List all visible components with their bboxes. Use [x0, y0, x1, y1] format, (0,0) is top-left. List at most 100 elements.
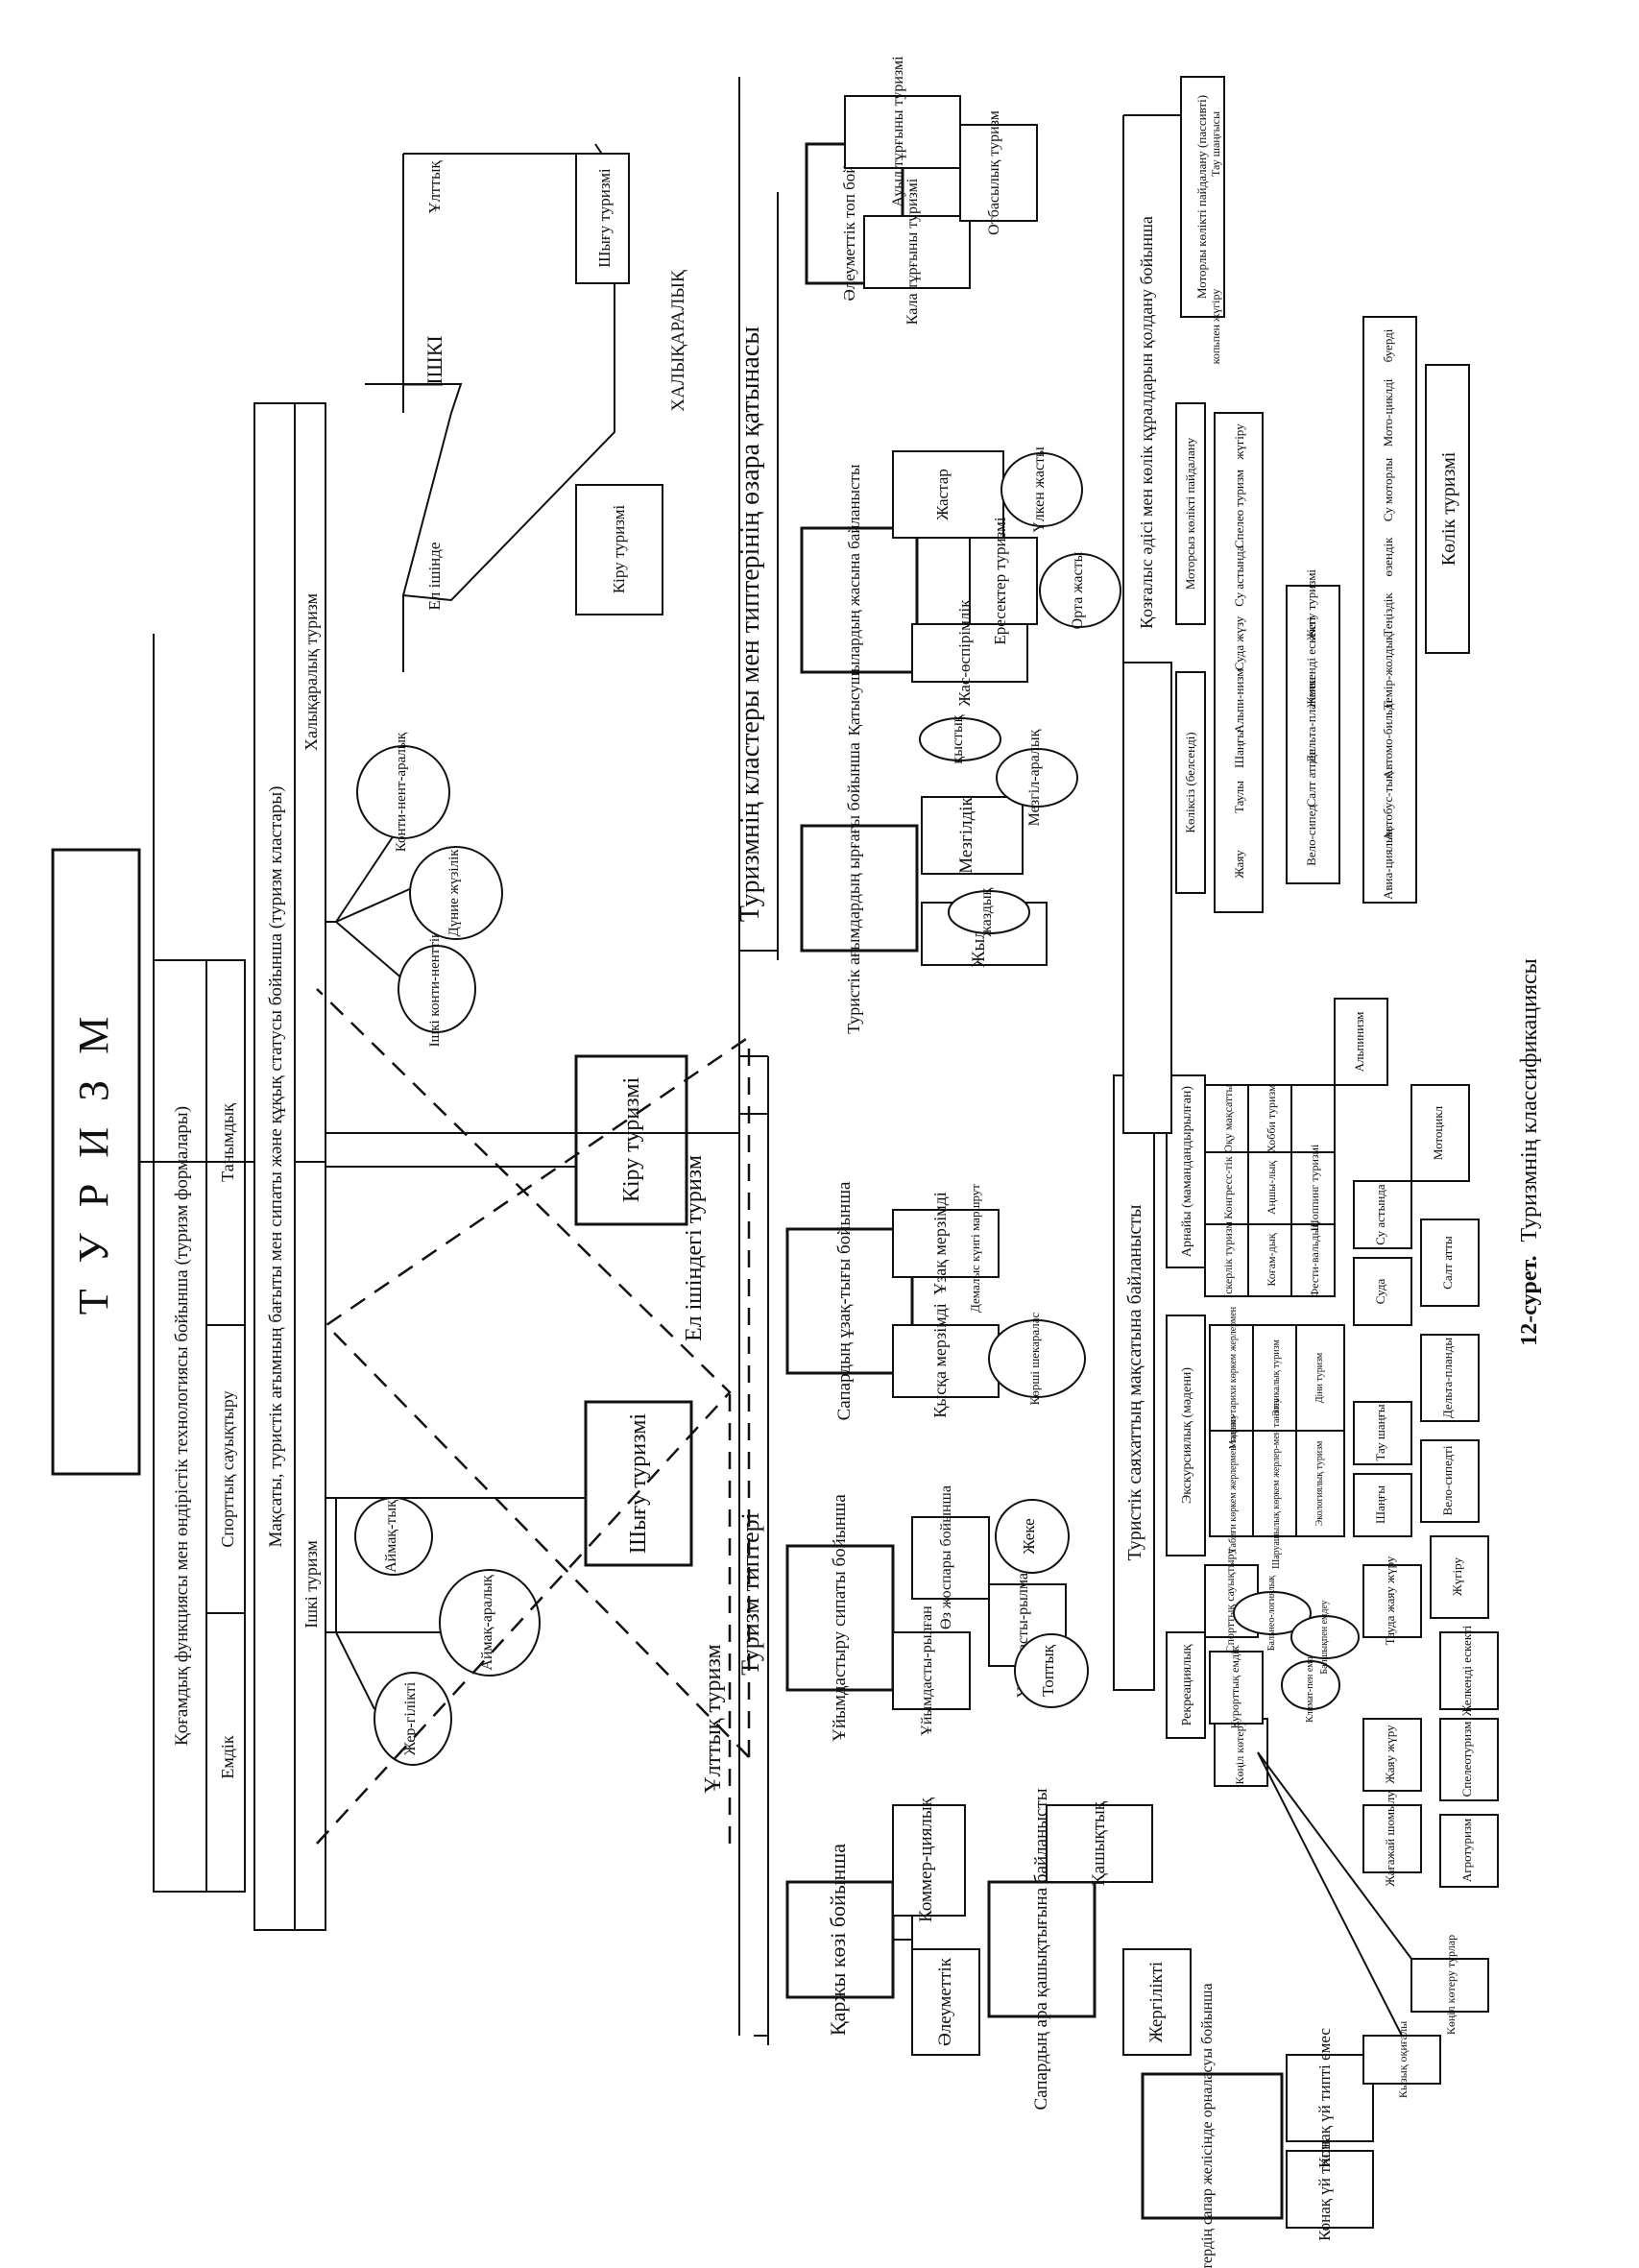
- active-grid: [1214, 412, 1264, 913]
- special-7: Фести-вальдық: [1308, 1222, 1321, 1298]
- sport-2-7: Салт атты: [1440, 1236, 1455, 1290]
- status-header: Мақсаты, туристік ағымның бағыты мен сип…: [266, 785, 286, 1547]
- intl-circle-1: [398, 945, 476, 1033]
- finance-item-1: Әлеуметтік: [935, 1957, 955, 2046]
- sport-1-6: Суда: [1373, 1279, 1387, 1305]
- group-1-box: [1175, 671, 1206, 894]
- flow-circle-2-label: қыстық: [950, 714, 966, 763]
- active-10: Тау шаңғысы: [1209, 111, 1222, 177]
- flow-circle-1: [948, 890, 1030, 934]
- nonmotor-3: Дельта-планмен: [1304, 677, 1318, 763]
- motor-8: Мото-циклді: [1381, 378, 1395, 446]
- internal-circle-1: [374, 1672, 452, 1766]
- age-item-1-box: [911, 623, 1028, 683]
- sport-1-2: Жаяу жүру: [1383, 1725, 1397, 1784]
- sport-2-6: Дельта-планды: [1440, 1338, 1455, 1418]
- purpose-cat-3-box: [1166, 1074, 1206, 1268]
- org-item-2-box: [911, 1516, 990, 1600]
- age-circle-2-label: Үлкен жасты: [1031, 446, 1048, 533]
- duration-sub-1-label: Көрші шекаралас: [1027, 1312, 1042, 1405]
- purpose-cat-2: Экскурсиялық (мәдени): [1180, 1367, 1194, 1504]
- forms-header: Қоғамдық функциясы мен өндірістік технол…: [172, 1106, 192, 1746]
- duration-item-1-box: [892, 1324, 1000, 1398]
- motor-9: буерді: [1381, 328, 1395, 362]
- status-split-box: [294, 402, 326, 1931]
- intl-national-label: Ұлттық: [425, 160, 444, 214]
- sport-1-4: Шаңғы: [1373, 1485, 1387, 1524]
- special-3: Оқу мақсатты: [1221, 1084, 1235, 1152]
- age-item-2-box: [892, 450, 1004, 539]
- group-2: Моторсыз көлікті пайдалану: [1183, 437, 1197, 590]
- active-4: Альпи-низм: [1232, 668, 1246, 733]
- sport-2-3: Желкенді ескекті: [1459, 1625, 1474, 1716]
- motor-6: өзендік: [1381, 537, 1395, 577]
- flow-circle-2: [919, 717, 1001, 761]
- culture-1: Табиғи көркем жерлермен танысу: [1228, 1414, 1239, 1554]
- types-header: Туризм типтері: [736, 1512, 764, 1676]
- purpose-cat-2-box: [1166, 1315, 1206, 1556]
- age-circle-1-label: Орта жасты: [1070, 551, 1086, 629]
- placement-title: Туристердің сапар желісінде орналасуы бо…: [1199, 1983, 1216, 2268]
- flow-item-2-box: [921, 796, 1024, 875]
- forms-item-1: Емдік: [218, 1735, 237, 1779]
- internal-item-1: Жер-гілікті: [402, 1681, 419, 1755]
- intl-item-3: Конти-нент-аралық: [394, 732, 409, 852]
- sport-1-7: Су астында: [1373, 1184, 1387, 1245]
- group-3: Моторлы көлікті пайдалану (пассивті): [1194, 95, 1209, 299]
- social-item-1-box: [863, 215, 971, 289]
- sport-2-1: Агротуризм: [1459, 1819, 1474, 1882]
- purpose-cat-1: Рекреациялық: [1180, 1644, 1194, 1725]
- organization-title: Ұйымдастыру сипаты бойынша: [830, 1494, 850, 1742]
- sport-2-2: Спелеотуризм: [1459, 1722, 1474, 1798]
- intl-center-label: ІШКІ: [422, 335, 446, 385]
- motor-4: Темір-жолдық: [1381, 634, 1395, 711]
- sport-2-8: Мотоцикл: [1431, 1105, 1445, 1160]
- distance-item-2-box: [1046, 1804, 1153, 1883]
- special-grid: [1204, 1084, 1336, 1297]
- sport-row-1: Жағажай шомылу Жаяу жүру Тауда жаяу жүру…: [1334, 998, 1422, 1887]
- clusters-header: Туризмнің кластеры мен типтерінің өзара …: [735, 326, 765, 922]
- sport-row-2: Агротуризм Спелеотуризм Желкенді ескекті…: [1410, 1084, 1499, 1888]
- nonmotor-5: Жегу туризмі: [1304, 569, 1318, 640]
- sport-2-5: Вело-сипедті: [1440, 1445, 1455, 1515]
- culture-6: Діни туризм: [1314, 1352, 1325, 1403]
- duration-item-2-box: [892, 1209, 1000, 1278]
- intl-intl-label: ХАЛЫҚАРАЛЫҚ: [668, 270, 688, 412]
- purpose-header: Туристік саяхаттың мақсатына байланысты: [1124, 1205, 1145, 1561]
- social-item-2: Ауыл тұрғыны туризмі: [890, 56, 906, 207]
- types-section: Туризм типтері Қаржы көзі бойынша Әлеуме…: [325, 77, 1374, 2268]
- age-item-3: Ересектер туризмі: [991, 517, 1009, 644]
- sport-1-8: Альпинизм: [1352, 1012, 1366, 1073]
- treat-2: Бальнео-логиялық: [1266, 1576, 1277, 1652]
- finance-title: Қаржы көзі бойынша: [826, 1844, 850, 2036]
- age-item-3-box: [969, 537, 1038, 625]
- nonmotor-4: Желкенді ескекті: [1304, 616, 1318, 708]
- intl-domestic-label: Ел ішінде: [425, 543, 444, 611]
- transport-footer: Көлік туризмі: [1438, 451, 1459, 566]
- intl-outbound-box: [575, 153, 630, 284]
- outbound-label: Шығу туризмі: [626, 1413, 651, 1555]
- nonmotor-1: Вело-сипед: [1304, 805, 1318, 866]
- root-title: Т У Р И З М: [70, 1009, 117, 1315]
- forms-section: Қоғамдық функциясы мен өндірістік технол…: [153, 959, 246, 1893]
- inbound-box: [574, 1054, 688, 1226]
- status-international: Халықаралық туризм: [301, 593, 321, 751]
- culture-4: Этникалық туризм: [1271, 1339, 1282, 1415]
- culture-2: Мәдени-тарихи көркем жерлермен: [1228, 1306, 1239, 1449]
- transport-section: Қозғалыс әдісі мен көлік құралдарын қолд…: [1122, 76, 1470, 1134]
- transport-header: Қозғалыс әдісі мен көлік құралдарын қолд…: [1137, 216, 1156, 629]
- fun-1: Кызық оқиғалы: [1396, 2021, 1410, 2098]
- root-box: [51, 848, 141, 1476]
- transport-footer-box: [1425, 364, 1470, 654]
- internal-item-2: Аймақ-аралық: [479, 1575, 495, 1670]
- motor-grid: [1362, 316, 1417, 904]
- org-item-1: Ұйымдасты-рылған: [919, 1605, 935, 1736]
- treat-3: Балшықпен емдеу: [1319, 1600, 1330, 1674]
- distance-item-1-box: [1122, 1948, 1192, 2056]
- intl-item-2: Дүние жүзілік: [446, 849, 462, 937]
- distance-item-2: Қашықтық: [1089, 1800, 1109, 1886]
- active-2: Таулы: [1232, 781, 1246, 813]
- placement-item-2: Конақ үй типті емес: [1315, 2028, 1334, 2168]
- special-8: Шоппинг туризмі: [1308, 1144, 1321, 1231]
